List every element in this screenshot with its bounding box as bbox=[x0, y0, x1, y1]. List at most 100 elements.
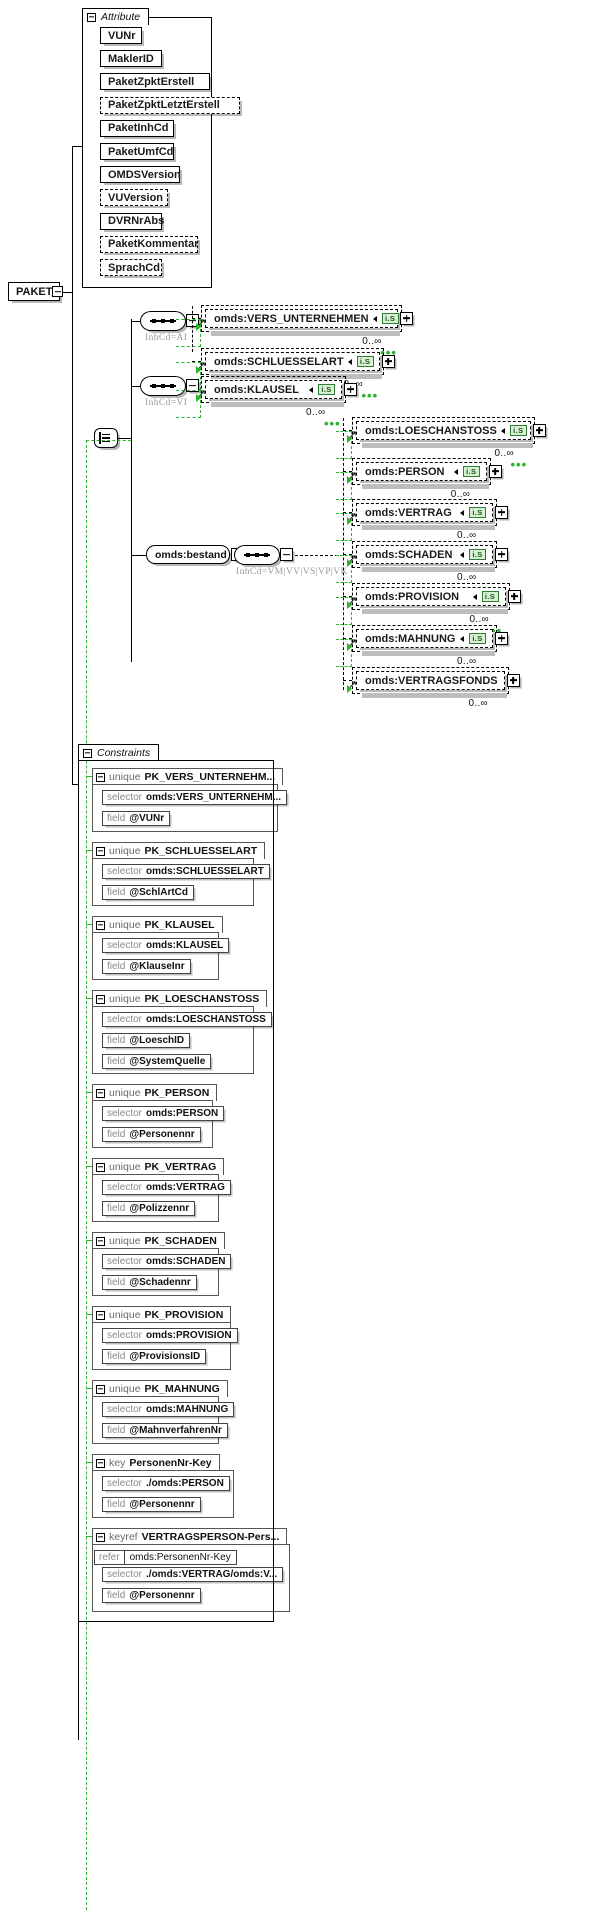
minus-icon[interactable] bbox=[96, 1310, 105, 1320]
constraint-field-row[interactable]: field@VUNr bbox=[102, 811, 171, 826]
selector-label: selector bbox=[107, 1256, 143, 1267]
constraint-field-row[interactable]: field@SchlArtCd bbox=[102, 885, 195, 900]
minus-icon[interactable] bbox=[96, 772, 105, 782]
green-return-path bbox=[336, 597, 352, 625]
expand-plus-icon[interactable] bbox=[506, 673, 520, 687]
minus-icon[interactable] bbox=[96, 920, 105, 930]
sequence-compositor-vi[interactable] bbox=[140, 376, 186, 396]
attribute-OMDSVersion[interactable]: OMDSVersion bbox=[100, 166, 181, 184]
expand-plus-icon[interactable] bbox=[507, 589, 521, 603]
green-return-path bbox=[336, 639, 352, 667]
connector-line bbox=[72, 301, 73, 784]
constraint-field-row[interactable]: field@Polizzennr bbox=[102, 1201, 196, 1216]
connector-line bbox=[62, 291, 72, 293]
constraint-field-row[interactable]: field@Personennr bbox=[102, 1588, 201, 1603]
attribute-MaklerID[interactable]: MaklerID bbox=[100, 50, 162, 68]
collapse-minus-icon[interactable] bbox=[280, 548, 293, 561]
constraint-kind: unique bbox=[109, 845, 141, 857]
minus-icon[interactable] bbox=[96, 994, 105, 1004]
attribute-SprachCd[interactable]: SprachCd bbox=[100, 259, 162, 276]
field-value: @Personennr bbox=[129, 1499, 195, 1510]
selector-label: selector bbox=[107, 1182, 143, 1193]
attribute-group-header[interactable]: Attribute bbox=[82, 8, 150, 25]
attribute-DVRNrAbs[interactable]: DVRNrAbs bbox=[100, 212, 164, 230]
minus-icon[interactable] bbox=[96, 1088, 105, 1098]
minus-icon[interactable] bbox=[96, 1236, 105, 1246]
minus-icon[interactable] bbox=[96, 1384, 105, 1394]
constraint-selector-row[interactable]: selector./omds:PERSON bbox=[102, 1476, 230, 1491]
expand-plus-icon[interactable] bbox=[488, 464, 502, 478]
root-element-paket[interactable]: PAKET bbox=[8, 282, 64, 301]
sequence-compositor-ai[interactable] bbox=[140, 311, 186, 331]
expand-plus-icon[interactable] bbox=[400, 311, 414, 325]
minus-icon[interactable] bbox=[96, 1458, 105, 1468]
expand-plus-icon[interactable] bbox=[344, 382, 357, 396]
minus-icon[interactable] bbox=[87, 12, 96, 22]
green-return-path bbox=[176, 390, 201, 418]
expand-plus-icon[interactable] bbox=[495, 547, 508, 561]
minus-icon[interactable] bbox=[96, 1162, 105, 1172]
minus-icon[interactable] bbox=[83, 748, 92, 758]
attribute-VUVersion[interactable]: VUVersion bbox=[100, 189, 168, 207]
constraint-field-row[interactable]: field@LoeschID bbox=[102, 1033, 191, 1048]
minus-icon[interactable] bbox=[96, 1532, 105, 1542]
expand-plus-icon[interactable] bbox=[495, 505, 508, 519]
attribute-PaketKommentar[interactable]: PaketKommentar bbox=[100, 235, 198, 253]
minus-icon[interactable] bbox=[96, 846, 105, 856]
constraint-field-row[interactable]: field@Personennr bbox=[102, 1497, 201, 1512]
constraint-field-row[interactable]: field@Schadennr bbox=[102, 1275, 197, 1290]
constraint-field-row[interactable]: field@MahnverfahrenNr bbox=[102, 1423, 228, 1438]
expand-plus-icon[interactable] bbox=[532, 423, 546, 437]
collapse-minus-icon[interactable] bbox=[186, 379, 199, 392]
expand-plus-icon[interactable] bbox=[381, 354, 395, 368]
choice-compositor[interactable] bbox=[94, 428, 118, 448]
constraint-field-row[interactable]: field@Personennr bbox=[102, 1127, 201, 1142]
attribute-PaketZpktErstell[interactable]: PaketZpktErstell bbox=[100, 73, 210, 91]
field-value: @MahnverfahrenNr bbox=[129, 1425, 222, 1436]
attribute-VUNr[interactable]: VUNr bbox=[100, 27, 142, 44]
expand-plus-icon[interactable] bbox=[495, 631, 508, 645]
attribute-PaketZpktLetztErstell[interactable]: PaketZpktLetztErstell bbox=[100, 96, 240, 114]
constraint-field-row[interactable]: field@KlauseInr bbox=[102, 959, 191, 974]
sequence-compositor-bestand[interactable] bbox=[234, 545, 280, 565]
attribute-PaketUmfCd[interactable]: PaketUmfCd bbox=[100, 143, 174, 160]
constraint-field-row[interactable]: field@SystemQuelle bbox=[102, 1054, 212, 1069]
constraints-group-header[interactable]: Constraints bbox=[78, 744, 160, 761]
field-value: @LoeschID bbox=[129, 1035, 185, 1046]
element-omds-bestand[interactable]: omds:bestand bbox=[146, 545, 230, 564]
constraint-selector-row[interactable]: selector./omds:VERTRAG/omds:V... bbox=[102, 1567, 284, 1582]
constraint-field-row[interactable]: field@ProvisionsID bbox=[102, 1349, 207, 1364]
element-ref-omds:VERTRAGSFONDS[interactable]: omds:VERTRAGSFONDS bbox=[356, 671, 505, 690]
attribute-PaketInhCd[interactable]: PaketInhCd bbox=[100, 119, 174, 137]
type-arrow-icon bbox=[500, 427, 505, 434]
